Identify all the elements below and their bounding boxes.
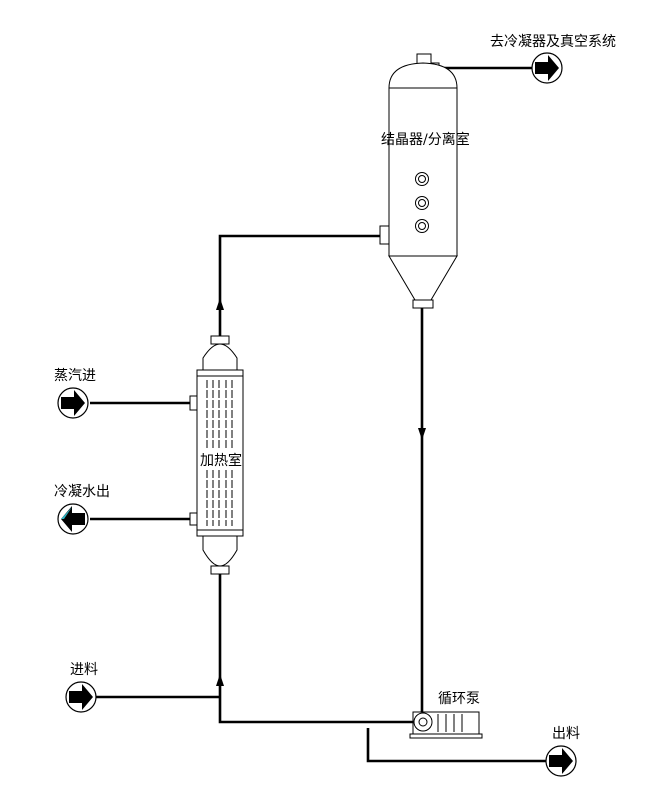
pump-to-heater-pipe [218,574,413,724]
heater-label: 加热室 [200,452,242,469]
sight-glass-icon [415,172,429,186]
circle-arrow-right-icon [545,745,577,777]
discharge-label: 出料 [552,726,580,742]
crystallizer-label: 结晶器/分离室 [381,131,470,148]
flow-arrow-down-downcomer [418,428,426,440]
crystallizer-inlet-nozzle [379,225,390,245]
feed-in-label: 进料 [70,662,98,678]
pump-icon [409,711,483,739]
pump-label: 循环泵 [438,691,480,707]
steam-in-label: 蒸汽进 [54,368,96,384]
steam-inlet-nozzle [189,395,198,411]
sight-glass-icon [415,196,429,210]
condensate-outlet-nozzle [189,512,198,526]
discharge-pipe [366,728,547,763]
sight-glass-icon [415,219,429,233]
circle-arrow-right-icon [65,681,97,713]
circle-arrow-right-icon [57,387,89,419]
to-condenser-label: 去冷凝器及真空系统 [490,34,616,50]
circle-arrow-left-icon [57,503,89,535]
crystallizer-separator [379,53,458,309]
condensate-out-label: 冷凝水出 [54,484,110,500]
flow-arrow-up-feed [216,674,224,686]
circle-arrow-right-icon [531,52,563,84]
heater-to-crystallizer-pipe [218,234,383,340]
vapor-nozzle [416,53,432,65]
flow-arrow-up-heater-out [216,298,224,310]
